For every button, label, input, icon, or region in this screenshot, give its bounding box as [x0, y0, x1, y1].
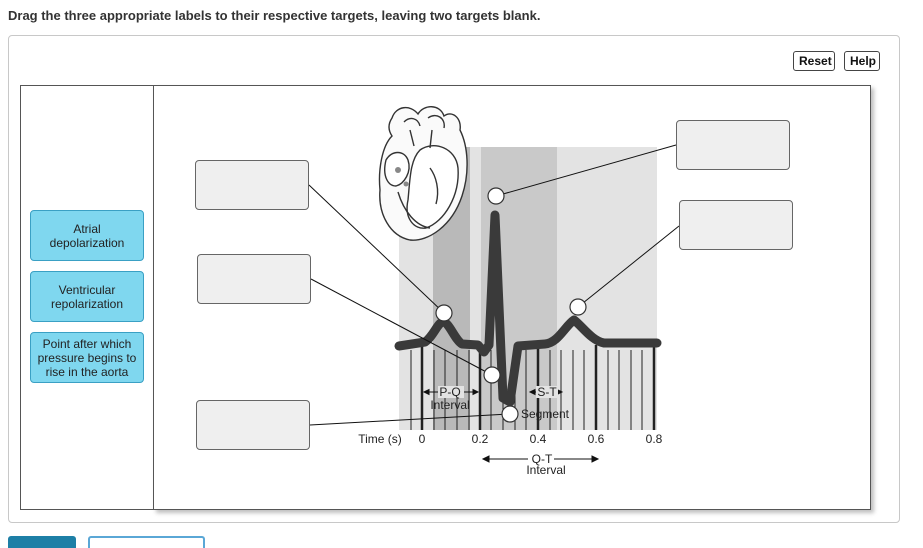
tick-label-0.4: 0.4 — [530, 432, 547, 446]
label-ventricular-repolarization[interactable]: Ventricular repolarization — [30, 271, 144, 322]
ecg-trace — [394, 210, 662, 407]
label-aortic-pressure-point[interactable]: Point after which pressure begins to ris… — [30, 332, 144, 383]
drop-target-2[interactable] — [197, 254, 311, 304]
target-point-r-peak — [487, 187, 505, 205]
instruction-text: Drag the three appropriate labels to the… — [8, 8, 541, 23]
target-point-q — [483, 366, 501, 384]
st-label-line2: Segment — [521, 407, 570, 421]
leader-lines — [308, 144, 680, 426]
reset-button[interactable]: Reset — [793, 51, 835, 71]
label-text: Point after which pressure begins to ris… — [37, 336, 137, 379]
qt-label-line1: Q-T — [532, 452, 553, 466]
target-point-p-wave — [435, 304, 453, 322]
drop-target-3[interactable] — [196, 400, 310, 450]
help-button[interactable]: Help — [844, 51, 880, 71]
label-atrial-depolarization[interactable]: Atrial depolarization — [30, 210, 144, 261]
label-text: Atrial depolarization — [49, 221, 125, 250]
pq-label-line2: Interval — [430, 398, 469, 412]
drop-target-1[interactable] — [195, 160, 309, 210]
tick-label-0.8: 0.8 — [646, 432, 663, 446]
qt-label-line2: Interval — [526, 463, 565, 477]
drop-target-5[interactable] — [679, 200, 793, 250]
target-point-t-wave — [569, 298, 587, 316]
tick-label-0.2: 0.2 — [472, 432, 489, 446]
drop-target-4[interactable] — [676, 120, 790, 170]
secondary-button[interactable] — [88, 536, 205, 548]
pq-label-line1: P-Q — [439, 385, 460, 399]
time-axis-label: Time (s) — [358, 432, 402, 446]
heart-illustration — [378, 106, 468, 241]
st-label-line1: S-T — [537, 385, 557, 399]
tick-label-0.6: 0.6 — [588, 432, 605, 446]
label-text: Ventricular repolarization — [50, 282, 124, 311]
target-point-s — [501, 405, 519, 423]
tick-label-0: 0 — [419, 432, 426, 446]
submit-button[interactable] — [8, 536, 76, 548]
